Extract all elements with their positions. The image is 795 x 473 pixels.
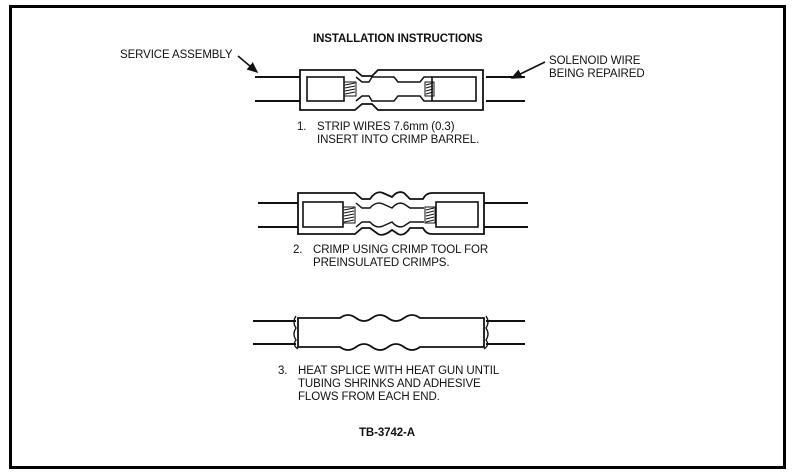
step-2-instructions: 2. CRIMP USING CRIMP TOOL FOR PREINSULATE… bbox=[293, 244, 488, 270]
step-1-line-2: INSERT INTO CRIMP BARREL. bbox=[317, 134, 480, 146]
step-3-line-3: FLOWS FROM EACH END. bbox=[298, 391, 440, 403]
step-3-line-2: TUBING SHRINKS AND ADHESIVE bbox=[298, 378, 481, 390]
stage-2-splice bbox=[258, 191, 528, 236]
step-2-line-1: CRIMP USING CRIMP TOOL FOR bbox=[313, 244, 489, 256]
callout-service-assembly: SERVICE ASSEMBLY bbox=[120, 49, 233, 61]
step-3-number: 3. bbox=[278, 365, 288, 377]
crimp-barrel bbox=[355, 76, 432, 102]
shrink-tube-outline bbox=[297, 314, 485, 351]
step-1-number: 1. bbox=[297, 121, 307, 133]
callout-solenoid-line2: BEING REPAIRED bbox=[549, 68, 645, 80]
diagram-title: INSTALLATION INSTRUCTIONS bbox=[313, 33, 483, 45]
callout-solenoid-wire: SOLENOID WIRE BEING REPAIRED bbox=[549, 55, 645, 81]
stage-3-splice bbox=[253, 314, 525, 351]
step-3-instructions: 3. HEAT SPLICE WITH HEAT GUN UNTIL TUBING… bbox=[278, 365, 499, 404]
step-2-line-2: PREINSULATED CRIMPS. bbox=[313, 257, 450, 269]
callout-arrow-right bbox=[510, 61, 546, 79]
diagram-frame bbox=[9, 5, 786, 469]
step-2-number: 2. bbox=[293, 244, 303, 256]
wire-strands-right bbox=[424, 81, 435, 97]
crimped-sleeve-outline bbox=[297, 191, 485, 236]
step-1-line-1: STRIP WIRES 7.6mm (0.3) bbox=[317, 121, 455, 133]
insulation-right bbox=[431, 76, 477, 102]
adhesive-left bbox=[293, 315, 299, 350]
wire-strands-left bbox=[343, 81, 357, 97]
stage-1-splice bbox=[255, 69, 525, 111]
crimp-sleeve-outline bbox=[299, 69, 484, 111]
callout-arrow-left bbox=[237, 55, 259, 74]
step-3-line-1: HEAT SPLICE WITH HEAT GUN UNTIL bbox=[298, 365, 500, 377]
step-1-instructions: 1. STRIP WIRES 7.6mm (0.3) INSERT INTO CR… bbox=[297, 121, 479, 147]
callout-solenoid-line1: SOLENOID WIRE bbox=[549, 55, 641, 67]
adhesive-right bbox=[483, 315, 489, 350]
figure-id: TB-3742-A bbox=[359, 427, 415, 439]
insulation-left bbox=[306, 76, 345, 102]
